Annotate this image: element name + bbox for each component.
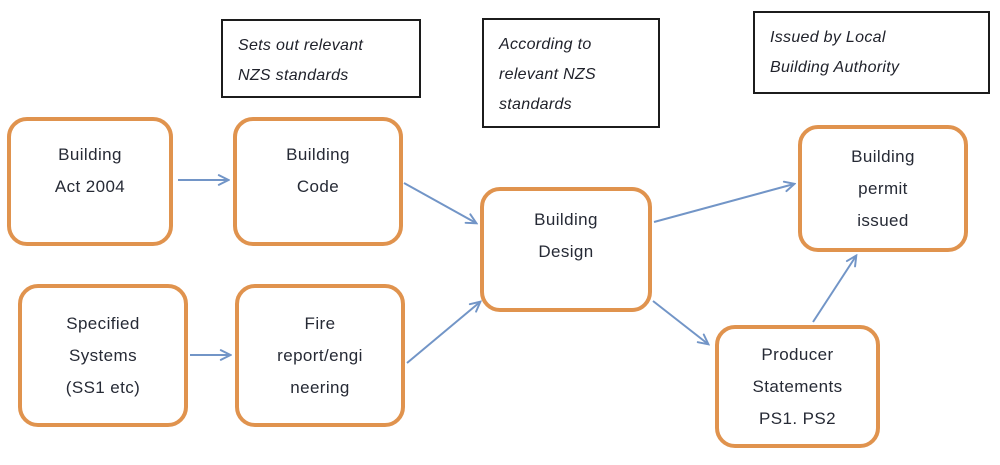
- node-label-line: Producer: [761, 344, 834, 364]
- node-building-design: Building Design: [480, 187, 652, 312]
- arrow-producer-statements-to-building-permit: [812, 256, 856, 323]
- node-fire-report-engineering: Fire report/engi neering: [235, 284, 405, 427]
- annotation-line: According to: [499, 36, 592, 53]
- node-label-line: Specified: [66, 313, 140, 333]
- arrow-fire-report-to-building-design: [406, 302, 480, 364]
- node-label-line: Fire: [304, 313, 336, 333]
- node-label-line: Design: [538, 241, 594, 261]
- node-label-line: (SS1 etc): [65, 377, 141, 397]
- node-label-line: PS1. PS2: [759, 408, 836, 428]
- node-specified-systems: Specified Systems (SS1 etc): [18, 284, 188, 427]
- node-producer-statements: Producer Statements PS1. PS2: [715, 325, 880, 448]
- node-building-permit-issued: Building permit issued: [798, 125, 968, 252]
- node-building-code: Building Code: [233, 117, 403, 246]
- arrow-building-design-to-building-permit: [653, 184, 794, 223]
- node-label-line: Code: [296, 176, 340, 196]
- annotation-according-to-relevant-nzs: According to relevant NZS standards: [482, 18, 660, 128]
- arrow-building-code-to-building-design: [403, 182, 476, 223]
- annotation-line: Sets out relevant: [238, 37, 364, 54]
- node-label-line: Statements: [752, 376, 843, 396]
- annotation-line: relevant NZS: [499, 66, 596, 83]
- node-building-act-2004: Building Act 2004: [7, 117, 173, 246]
- node-label-line: Act 2004: [54, 176, 126, 196]
- annotation-sets-out-relevant-nzs: Sets out relevant NZS standards: [221, 19, 421, 98]
- annotation-line: NZS standards: [238, 67, 349, 84]
- arrow-building-design-to-producer-statements: [652, 300, 708, 344]
- node-label-line: permit: [858, 178, 908, 198]
- node-label-line: Building: [534, 209, 598, 229]
- node-label-line: Building: [286, 144, 350, 164]
- node-label-line: issued: [857, 210, 909, 230]
- node-label-line: neering: [290, 377, 350, 397]
- node-label-line: report/engi: [277, 345, 363, 365]
- annotation-issued-by-local-authority: Issued by Local Building Authority: [753, 11, 990, 94]
- annotation-line: Building Authority: [770, 59, 900, 76]
- node-label-line: Building: [58, 144, 122, 164]
- annotation-line: Issued by Local: [770, 29, 886, 46]
- node-label-line: Building: [851, 146, 915, 166]
- annotation-line: standards: [499, 96, 572, 113]
- node-label-line: Systems: [69, 345, 137, 365]
